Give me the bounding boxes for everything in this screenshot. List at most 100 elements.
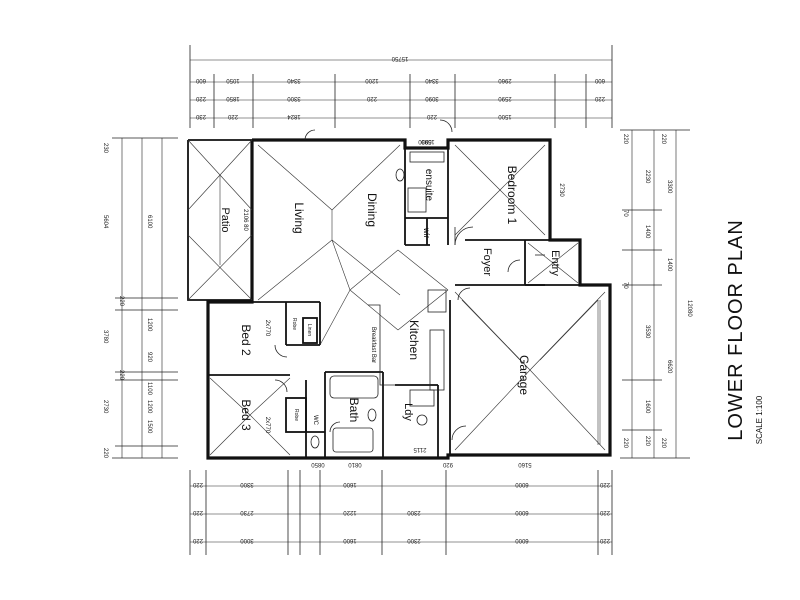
- room-label-wir: wir: [422, 227, 431, 239]
- dim-top-r3: 3300: [287, 95, 301, 101]
- dim-left-outer: 220: [118, 296, 124, 307]
- room-label-linen: Linen: [306, 324, 312, 336]
- dim-bottom-inner: 5160: [518, 461, 532, 467]
- dim-bottom-inner: 920: [442, 461, 453, 467]
- plan-scale: SCALE 1:100: [755, 395, 764, 444]
- interior-walls: [208, 148, 610, 458]
- dim-bottom-inner: 0850: [311, 461, 325, 467]
- dim-top-r2: 600: [195, 77, 206, 83]
- room-label-bath: Bath: [347, 398, 361, 423]
- room-dim-bedroom1: 2730: [558, 183, 564, 197]
- dim-bottom-r2: 220: [599, 509, 610, 515]
- dim-bottom-r1: 220: [192, 481, 203, 487]
- dim-top-r2: 3340: [425, 77, 439, 83]
- dim-bottom-r1: 220: [599, 481, 610, 487]
- dim-left-outer: 3780: [102, 330, 108, 344]
- dim-right-small: 220: [660, 134, 666, 145]
- dim-top-r3: 220: [195, 95, 206, 101]
- dim-bottom-r3: 2300: [407, 537, 421, 543]
- top-dimension-lines: 15750 600 1050 3340 1200 3340 2960 600 2…: [189, 45, 613, 144]
- dim-right-small: 70: [622, 282, 628, 289]
- dim-right-inner: 3530: [644, 325, 650, 339]
- room-label-living: Living: [292, 202, 306, 233]
- room-label-breakfast-bar: Breakfast Bar: [370, 327, 376, 363]
- dim-top-r3: 3090: [425, 95, 439, 101]
- dim-top-r2: 2960: [498, 77, 512, 83]
- room-label-kitchen: Kitchen: [407, 320, 421, 360]
- dim-right-small: 220: [622, 438, 628, 449]
- dim-bottom-r1: 1600: [343, 481, 357, 487]
- dim-bottom-r3: 220: [192, 537, 203, 543]
- dim-top-r2: 600: [594, 77, 605, 83]
- plan-title: LOWER FLOOR PLAN: [725, 219, 747, 441]
- dim-bottom-r1: 3300: [240, 481, 254, 487]
- dim-right-inner: 220: [644, 436, 650, 447]
- dim-right-outer: 12080: [686, 300, 692, 317]
- dim-left-inner: 1500: [146, 420, 152, 434]
- dim-right-inner: 2230: [644, 170, 650, 184]
- dim-top-r4: 1824: [287, 113, 301, 119]
- dim-bottom-r2: 2730: [240, 509, 254, 515]
- room-label-ensuite: ensuite: [423, 169, 434, 202]
- dim-top-r3: 220: [366, 95, 377, 101]
- dim-bottom-r2: 220: [192, 509, 203, 515]
- room-label-dining: Dining: [365, 193, 379, 227]
- room-dim-bed3: 2x770: [264, 417, 270, 434]
- dim-left-inner: 1200: [146, 318, 152, 332]
- room-label-wc: WC: [312, 415, 318, 426]
- dim-bottom-r3: 1600: [343, 537, 357, 543]
- dim-top-overall: 15750: [391, 55, 408, 61]
- dim-top-r3: 220: [594, 95, 605, 101]
- dim-left-inner: 1100: [146, 382, 152, 396]
- room-label-ldy: Ldy: [402, 403, 414, 421]
- left-dimension-lines: 230 5604 220 3780 220 2730 220 6100 1200…: [102, 137, 178, 459]
- dim-bottom-r3: 3000: [240, 537, 254, 543]
- roof-lines: [187, 139, 606, 456]
- dim-right-outer: 6620: [666, 360, 672, 374]
- dim-top-r4: 220: [426, 113, 437, 119]
- dim-right-inner: 1400: [666, 258, 672, 272]
- right-dimension-lines: 12080 3300 6620 2230 1400 1400 3530 1600…: [620, 129, 692, 459]
- dim-right-inner: 1600: [644, 400, 650, 414]
- dim-top-r2: 3340: [287, 77, 301, 83]
- bottom-dimension-lines: 220 3300 1600 6000 220 220 2730 1220 230…: [189, 446, 613, 555]
- dim-left-outer: 230: [102, 143, 108, 154]
- dim-left-inner: 920: [146, 352, 152, 363]
- dim-top-r4: 220: [227, 113, 238, 119]
- room-label-bed2: Bed 2: [239, 324, 253, 356]
- dim-bottom-r2: 6000: [515, 509, 529, 515]
- room-label-bed3: Bed 3: [239, 399, 253, 431]
- dim-top-r3: 2590: [498, 95, 512, 101]
- dim-top-r3: 1850: [226, 95, 240, 101]
- dim-top-r4: 1500: [498, 113, 512, 119]
- dim-right-outer: 3300: [666, 180, 672, 194]
- dim-bottom-r3: 220: [599, 537, 610, 543]
- fixtures: [310, 151, 545, 453]
- dim-left-outer: 2730: [102, 400, 108, 414]
- dim-left-inner: 6100: [146, 215, 152, 229]
- room-label-bedroom1: Bedroom 1: [505, 166, 519, 225]
- room-dim-ensuite: 1590: [421, 138, 435, 144]
- dim-top-r2: 1050: [226, 77, 240, 83]
- room-label-robe2: Robe: [293, 409, 299, 421]
- room-labels: Patio 2106 80 Living Dining ensuite 1590…: [219, 138, 564, 434]
- dim-right-small: 70: [622, 210, 628, 217]
- room-label-entry: Entry: [549, 250, 561, 276]
- room-label-patio: Patio: [219, 207, 231, 232]
- dim-bottom-inner: 2115: [413, 446, 427, 452]
- dim-left-inner: 1200: [146, 400, 152, 414]
- room-label-garage: Garage: [517, 355, 531, 395]
- dim-top-r4: 230: [195, 113, 206, 119]
- room-label-robe1: Robe: [291, 318, 297, 330]
- dim-right-small: 220: [622, 134, 628, 145]
- dim-bottom-r2: 2300: [407, 509, 421, 515]
- dim-bottom-inner: 0810: [348, 461, 362, 467]
- dim-left-outer: 5604: [102, 215, 108, 229]
- dim-right-small: 220: [660, 438, 666, 449]
- dim-left-outer: 220: [118, 370, 124, 381]
- dim-left-outer: 220: [102, 448, 108, 459]
- dim-right-inner: 1400: [644, 225, 650, 239]
- dim-top-r4: 0830: [418, 138, 432, 144]
- room-dim-patio: 2106 80: [242, 209, 248, 231]
